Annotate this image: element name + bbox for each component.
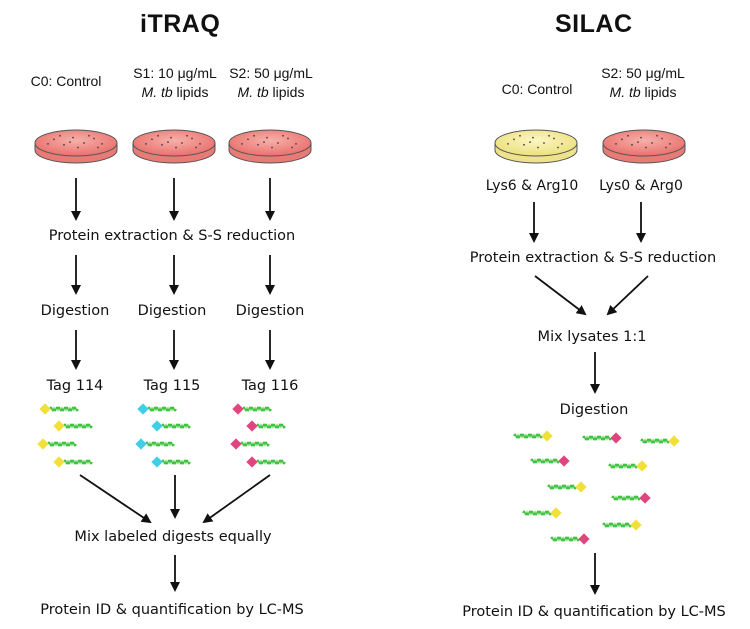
silac-peptide-3 (530, 455, 570, 467)
itraq-digestion-2: Digestion (137, 303, 207, 319)
silac-peptide-7 (522, 507, 562, 519)
itraq-tag-115: Tag 115 (143, 378, 201, 394)
silac-arrow-mix-left (534, 275, 587, 316)
dish-s1 (132, 129, 216, 164)
itraq-title: iTRAQ (140, 10, 221, 38)
itraq-peptide-0-a (39, 403, 79, 415)
silac-condition-s2: S2: 50 μg/mL M. tb lipids (601, 65, 685, 100)
silac-final-step: Protein ID & quantification by LC-MS (462, 604, 726, 620)
itraq-condition-s1: S1: 10 μg/mL M. tb lipids (133, 65, 217, 100)
dish-c0 (34, 129, 118, 164)
dish-s2 (228, 129, 312, 164)
itraq-peptide-0-c (37, 438, 77, 450)
silac-arrow-mix-right (606, 275, 649, 316)
itraq-arrow-mix-left (79, 474, 152, 524)
itraq-peptide-0-d (53, 456, 93, 468)
silac-peptide-6 (611, 492, 651, 504)
itraq-peptide-2-a (232, 403, 272, 415)
itraq-peptide-2-c (230, 438, 270, 450)
itraq-condition-s2: S2: 50 μg/mL M. tb lipids (229, 65, 313, 100)
dish-silac-light (602, 129, 686, 164)
silac-peptide-5 (547, 481, 587, 493)
itraq-mix-step: Mix labeled digests equally (74, 529, 272, 545)
silac-peptide-0 (513, 430, 553, 442)
silac-peptide-1 (582, 432, 622, 444)
dish-silac-heavy (494, 129, 578, 164)
silac-mix-step: Mix lysates 1:1 (537, 329, 647, 345)
itraq-peptide-1-b (151, 420, 191, 432)
silac-peptide-8 (602, 519, 642, 531)
silac-condition-c0: C0: Control (501, 81, 573, 97)
itraq-tag-116: Tag 116 (241, 378, 299, 394)
itraq-peptide-0-b (53, 420, 93, 432)
itraq-digestion-3: Digestion (235, 303, 305, 319)
itraq-peptide-1-a (137, 403, 177, 415)
itraq-final-step: Protein ID & quantification by LC-MS (40, 602, 304, 618)
silac-peptide-4 (608, 460, 648, 472)
itraq-tag-114: Tag 114 (46, 378, 104, 394)
silac-peptide-9 (550, 533, 590, 545)
itraq-peptide-1-c (135, 438, 175, 450)
itraq-arrow-mix-right (202, 474, 271, 524)
itraq-digestion-1: Digestion (40, 303, 110, 319)
itraq-peptide-2-d (246, 456, 286, 468)
itraq-peptide-2-b (246, 420, 286, 432)
silac-title: SILAC (555, 10, 633, 38)
itraq-peptide-1-d (151, 456, 191, 468)
silac-light-label: Lys0 & Arg0 (599, 178, 683, 194)
silac-digestion-step: Digestion (559, 402, 629, 418)
silac-extraction-step: Protein extraction & S-S reduction (469, 250, 717, 266)
itraq-extraction-step: Protein extraction & S-S reduction (48, 228, 296, 244)
silac-peptide-2 (640, 435, 680, 447)
itraq-condition-c0: C0: Control (30, 73, 102, 89)
silac-heavy-label: Lys6 & Arg10 (485, 178, 579, 194)
